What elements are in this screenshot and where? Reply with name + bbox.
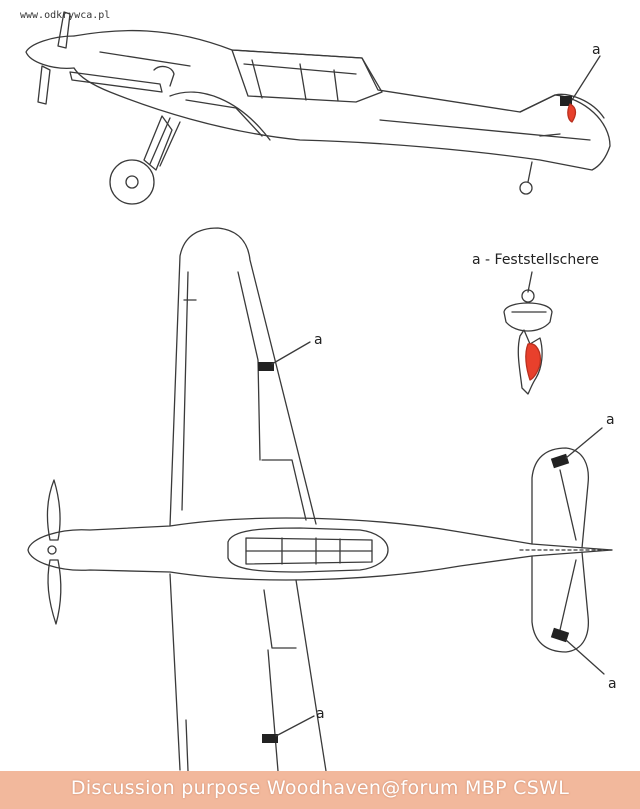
wing-lower-marker-block bbox=[262, 734, 278, 743]
side-wing-root bbox=[169, 91, 271, 141]
plan-wing-upper-aileron bbox=[237, 271, 261, 461]
wing-upper-marker-leader bbox=[271, 341, 311, 365]
plan-canopy-inner bbox=[245, 537, 373, 565]
side-canopy-frame-4 bbox=[243, 63, 357, 75]
stab-upper-marker-leader bbox=[565, 427, 603, 459]
plan-wing-upper-slat bbox=[181, 271, 189, 511]
wing-lower-marker-label: a bbox=[316, 706, 325, 722]
detail-knob bbox=[521, 289, 535, 303]
side-main-wheel-hub bbox=[125, 175, 139, 189]
side-marker-block bbox=[560, 96, 572, 106]
plan-wing-lower bbox=[169, 573, 181, 771]
plan-view bbox=[27, 227, 613, 771]
stab-upper-marker-block bbox=[550, 453, 570, 469]
detail-highlight bbox=[525, 343, 542, 381]
side-fuselage bbox=[73, 29, 611, 171]
lock-detail-illustration bbox=[503, 271, 553, 395]
side-canopy bbox=[231, 49, 383, 103]
stab-lower-marker-label: a bbox=[608, 676, 617, 692]
plan-stabilizer-upper bbox=[531, 447, 590, 549]
aircraft-diagram: a - Feststellschere a a a a a bbox=[25, 11, 617, 771]
plan-propeller-blade-upper bbox=[46, 479, 61, 541]
side-marker-leader bbox=[571, 55, 601, 101]
source-watermark: www.odkrywca.pl bbox=[20, 10, 111, 21]
side-landing-gear-strut-2 bbox=[159, 121, 181, 167]
plan-wing-lower-trailing bbox=[295, 579, 327, 771]
side-canopy-frame-1 bbox=[251, 59, 263, 99]
detail-arm bbox=[517, 329, 543, 395]
side-marker-label: a bbox=[592, 42, 601, 58]
side-marker-group bbox=[560, 55, 601, 123]
footer-text: Discussion purpose Woodhaven@forum MBP C… bbox=[70, 777, 570, 799]
plan-spinner-hub bbox=[47, 545, 57, 555]
side-tail-wheel-strut bbox=[527, 161, 533, 183]
plan-fuselage bbox=[27, 517, 613, 581]
side-main-wheel bbox=[109, 159, 155, 205]
side-tail-marker-line bbox=[539, 133, 561, 137]
side-propeller-blade-lower bbox=[37, 65, 51, 105]
side-marker-highlight bbox=[567, 103, 577, 123]
side-canopy-frame-2 bbox=[299, 63, 307, 101]
plan-wing-upper-flap bbox=[261, 459, 307, 521]
wing-upper-marker-label: a bbox=[314, 332, 323, 348]
plan-canopy bbox=[227, 527, 389, 573]
side-exhaust bbox=[69, 71, 163, 93]
side-wing-fillet bbox=[185, 99, 263, 137]
stab-lower-marker-block bbox=[550, 627, 570, 643]
plan-stabilizer-lower bbox=[531, 551, 590, 653]
side-cowling-line bbox=[99, 51, 191, 67]
footer-banner: Discussion purpose Woodhaven@forum MBP C… bbox=[0, 771, 640, 809]
plan-wing-lower-aileron bbox=[267, 649, 279, 771]
side-fuselage-line bbox=[379, 119, 591, 141]
side-propeller-blade-upper bbox=[57, 11, 71, 49]
side-spinner bbox=[25, 35, 75, 69]
plan-wing-lower-flap bbox=[263, 589, 297, 649]
side-canopy-frame-3 bbox=[333, 69, 339, 102]
side-landing-gear-door bbox=[143, 115, 173, 171]
plan-elevator-lower bbox=[559, 559, 577, 631]
legend-text: a - Feststellschere bbox=[472, 252, 599, 268]
side-tail-wheel bbox=[519, 181, 533, 195]
detail-housing bbox=[503, 302, 553, 332]
side-tail-fin bbox=[519, 93, 605, 119]
plan-propeller-blade-lower bbox=[47, 559, 62, 625]
stab-lower-marker-leader bbox=[565, 639, 605, 675]
plan-elevator-upper bbox=[559, 469, 577, 541]
stab-upper-marker-label: a bbox=[606, 412, 615, 428]
legend-leader bbox=[527, 271, 533, 293]
plan-markers bbox=[258, 341, 605, 743]
wing-lower-marker-leader bbox=[275, 715, 315, 737]
side-landing-gear-strut bbox=[149, 117, 171, 165]
wing-upper-marker-block bbox=[258, 362, 274, 371]
side-supercharger-intake bbox=[153, 65, 175, 87]
plan-wing-lower-slat bbox=[185, 719, 189, 771]
side-view bbox=[25, 11, 611, 205]
plan-wing-upper bbox=[169, 227, 317, 527]
